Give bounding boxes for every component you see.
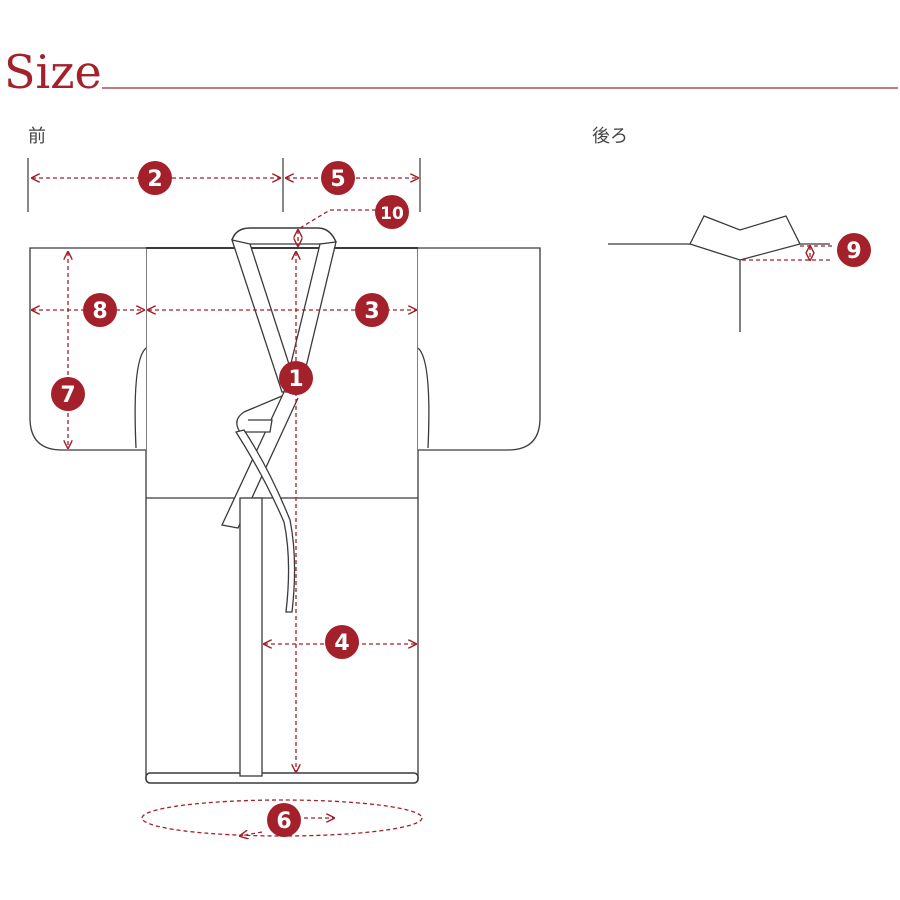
svg-text:2: 2 xyxy=(147,167,162,192)
right-sleeve xyxy=(418,247,541,451)
tie-loop xyxy=(236,395,283,433)
badge-10: 10 xyxy=(375,195,409,229)
front-view-label: 前 xyxy=(28,126,46,147)
left-sleeve-opening xyxy=(134,347,147,449)
badges: 2 5 10 8 3 1 7 4 xyxy=(51,161,871,837)
back-collar xyxy=(231,227,337,243)
svg-text:6: 6 xyxy=(276,809,291,834)
back-view-label: 後ろ xyxy=(592,126,628,147)
badge-4: 4 xyxy=(325,625,359,659)
front-opening-strip xyxy=(239,497,263,777)
svg-text:7: 7 xyxy=(60,383,75,408)
svg-text:8: 8 xyxy=(92,299,107,324)
badge-8: 8 xyxy=(83,293,117,327)
measure-10-leader xyxy=(299,209,378,229)
badge-3: 3 xyxy=(355,293,389,327)
badge-7: 7 xyxy=(51,377,85,411)
badge-6: 6 xyxy=(267,803,301,837)
badge-5: 5 xyxy=(321,161,355,195)
right-sleeve-opening xyxy=(417,347,430,449)
collar-back-detail xyxy=(608,215,830,332)
svg-text:10: 10 xyxy=(380,204,404,224)
badge-1: 1 xyxy=(279,361,313,395)
badge-9: 9 xyxy=(837,233,871,267)
left-sleeve xyxy=(29,247,146,451)
svg-text:3: 3 xyxy=(364,299,379,324)
extension-lines xyxy=(27,158,421,212)
svg-text:9: 9 xyxy=(846,239,861,264)
svg-text:5: 5 xyxy=(330,167,345,192)
svg-text:1: 1 xyxy=(288,367,303,392)
svg-text:4: 4 xyxy=(334,631,349,656)
badge-2: 2 xyxy=(138,161,172,195)
page-title: Size xyxy=(4,45,102,99)
measure-6-arrow-left xyxy=(240,832,263,836)
tie-strap xyxy=(234,429,296,613)
back-collar-shape xyxy=(689,215,801,261)
hem-band xyxy=(145,772,419,784)
garment-front xyxy=(29,227,541,784)
